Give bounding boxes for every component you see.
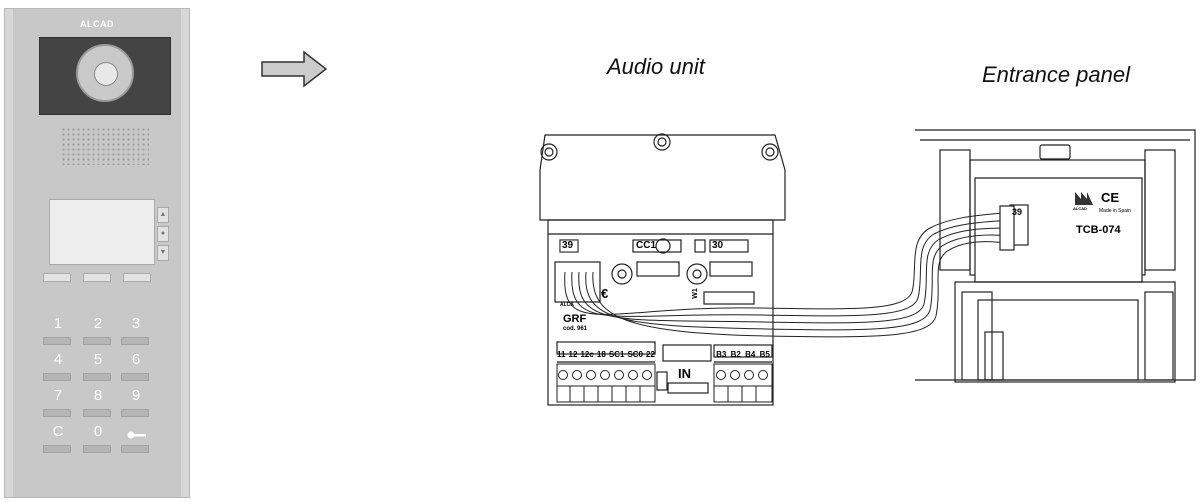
audio-code: cod. 961: [563, 326, 588, 332]
key-bar: [121, 409, 149, 417]
terminal-11: 11: [557, 350, 566, 359]
key-bar: [121, 445, 149, 453]
terminal-12c: 12c: [580, 350, 594, 359]
panel-face: ALCAD ▲ ● ▼ 1 2 3 4 5 6 7 8 9 C 0: [13, 9, 181, 497]
panel-brand: ALCAD: [80, 19, 114, 29]
key-1[interactable]: 1: [53, 315, 63, 332]
key-bar: [43, 445, 71, 453]
soft-key-left[interactable]: [43, 273, 71, 282]
audio-in-label: IN: [678, 366, 691, 381]
ribbon-cable: [564, 211, 1011, 338]
key-bar: [43, 337, 71, 345]
circle-icon[interactable]: ●: [157, 226, 169, 242]
terminal-block: [556, 363, 773, 403]
key-c[interactable]: C: [52, 423, 64, 440]
audio-terminal-cc1: CC1: [636, 240, 657, 251]
audio-unit-label: Audio unit: [607, 54, 705, 79]
entrance-panel-front: ALCAD ▲ ● ▼ 1 2 3 4 5 6 7 8 9 C 0: [4, 8, 190, 498]
soft-key-middle[interactable]: [83, 273, 111, 282]
audio-terminal-30: 30: [712, 240, 724, 251]
key-bar: [83, 409, 111, 417]
terminal-sc1: SC1: [608, 350, 625, 359]
terminal-22: 22: [646, 350, 655, 359]
entrance-panel-label: Entrance panel: [982, 62, 1130, 87]
key-2[interactable]: 2: [93, 315, 103, 332]
terminal-sc0: SC0: [627, 350, 643, 359]
panel-display: [49, 199, 155, 265]
key-0[interactable]: 0: [93, 423, 103, 440]
camera-window: [39, 37, 171, 115]
key-bar: [83, 337, 111, 345]
key-9[interactable]: 9: [131, 387, 141, 404]
key-bar: [121, 337, 149, 345]
audio-terminal-39: 39: [562, 240, 574, 251]
arrow-right-icon: [261, 50, 328, 88]
terminal-18: 18: [596, 350, 606, 359]
terminal-b3: B3: [716, 350, 727, 359]
audio-right-terminal-labels: B3 B2 B4 B5: [714, 350, 772, 359]
audio-unit: [539, 133, 786, 406]
audio-bottom-terminal-labels: 11 12 12c 18 SC1 SC0 22: [557, 350, 655, 359]
audio-w1-label: W1: [691, 288, 699, 299]
speaker-grille: [61, 127, 149, 165]
soft-key-right[interactable]: [123, 273, 151, 282]
audio-model: GRF: [563, 313, 587, 325]
key-6[interactable]: 6: [131, 351, 141, 368]
key-7[interactable]: 7: [53, 387, 63, 404]
key-3[interactable]: 3: [131, 315, 141, 332]
terminal-12: 12: [568, 350, 578, 359]
audio-logo-mark: ALCA: [560, 302, 574, 308]
key-bar: [43, 373, 71, 381]
arrow-down-icon[interactable]: ▼: [157, 245, 169, 261]
camera-lens-icon: [76, 44, 134, 102]
panel-terminal-39: 39: [1012, 207, 1023, 217]
key-bar: [121, 373, 149, 381]
key-4[interactable]: 4: [53, 351, 63, 368]
key-bar: [83, 445, 111, 453]
alcad-logo-icon: [1075, 192, 1093, 205]
panel-model: TCB-074: [1076, 224, 1121, 236]
key-icon[interactable]: [127, 429, 147, 441]
audio-ce-mark: €: [601, 286, 609, 301]
terminal-b4: B4: [745, 350, 756, 359]
panel-ce-mark: CE: [1101, 190, 1120, 205]
terminal-b5: B5: [759, 350, 770, 359]
terminal-b2: B2: [730, 350, 741, 359]
key-5[interactable]: 5: [93, 351, 103, 368]
arrow-up-icon[interactable]: ▲: [157, 207, 169, 223]
entrance-panel-rear: [915, 129, 1196, 383]
key-bar: [43, 409, 71, 417]
panel-logo-text: ALCAD: [1073, 206, 1087, 211]
key-8[interactable]: 8: [93, 387, 103, 404]
key-bar: [83, 373, 111, 381]
panel-made-in: Made in Spain: [1099, 208, 1131, 214]
